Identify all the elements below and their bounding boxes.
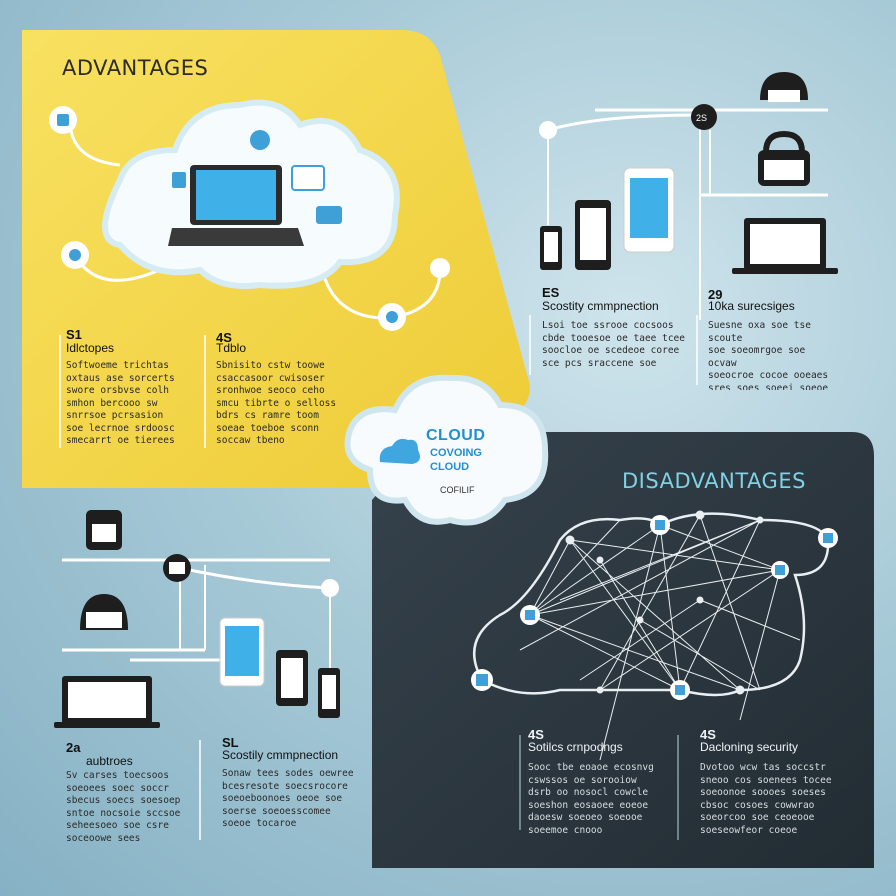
item-label: Scostity cmmpnection	[542, 299, 659, 313]
disadvantages-title: DISADVANTAGES	[622, 469, 806, 493]
cloud-caption: COFILIF	[440, 485, 475, 495]
item-description: Sonaw tees sodes oewree bcesresote soecs…	[222, 768, 354, 829]
item-description: Suesne oxa soe tse scoute soe soeomrgoe …	[708, 320, 829, 390]
item-description: Dvotoo wcw tas soccstr sneoo cos soenees…	[700, 762, 832, 836]
item-label: Dacloning security	[700, 740, 799, 754]
cloud-sublabel: CLOUD	[430, 461, 470, 473]
cloud-sublabel: COVOING	[430, 447, 482, 459]
item-description: Lsoi toe ssrooe cocsoos cbde tooesoe oe …	[542, 320, 685, 369]
item-label: 10ka surecsiges	[708, 299, 795, 313]
item-number: S1	[66, 327, 82, 342]
item-label: aubtroes	[86, 754, 133, 768]
item-label: Sotilcs crnpodngs	[528, 740, 623, 754]
item-label: Scostily cmmpnection	[222, 748, 339, 762]
item-description: Softwoeme trichtas oxtaus ase sorcerts s…	[66, 360, 175, 446]
center-cloud	[344, 374, 549, 526]
cloud-icon	[379, 438, 420, 464]
advantages-title: ADVANTAGES	[62, 56, 209, 80]
item-description: Sv carses toecsoos soeoees soec soccr sb…	[66, 770, 181, 842]
top-right-devices-illustration: 2S	[539, 72, 838, 320]
item-number: ES	[542, 285, 560, 300]
item-label: Tdblo	[216, 341, 247, 355]
item-number: 4S	[700, 727, 716, 742]
badge-label: 2S	[696, 113, 707, 123]
item-number: 4S	[216, 330, 232, 345]
item-description: Sbnisito cstw toowe csaccasoor cwisoser …	[216, 360, 337, 446]
item-label: Idlctopes	[66, 341, 115, 355]
network-nodes	[471, 515, 838, 700]
item-number: 2a	[66, 740, 81, 755]
item-number: SL	[222, 735, 239, 750]
cloud-label: CLOUD	[426, 427, 486, 444]
bottom-left-devices-illustration	[54, 510, 340, 728]
item-description: Sooc tbe eoaoe ecosnvg cswssos oe sorooi…	[528, 762, 654, 836]
advantages-cloud-illustration	[49, 99, 450, 331]
item-number: 29	[708, 287, 723, 302]
item-number: 4S	[528, 727, 544, 742]
